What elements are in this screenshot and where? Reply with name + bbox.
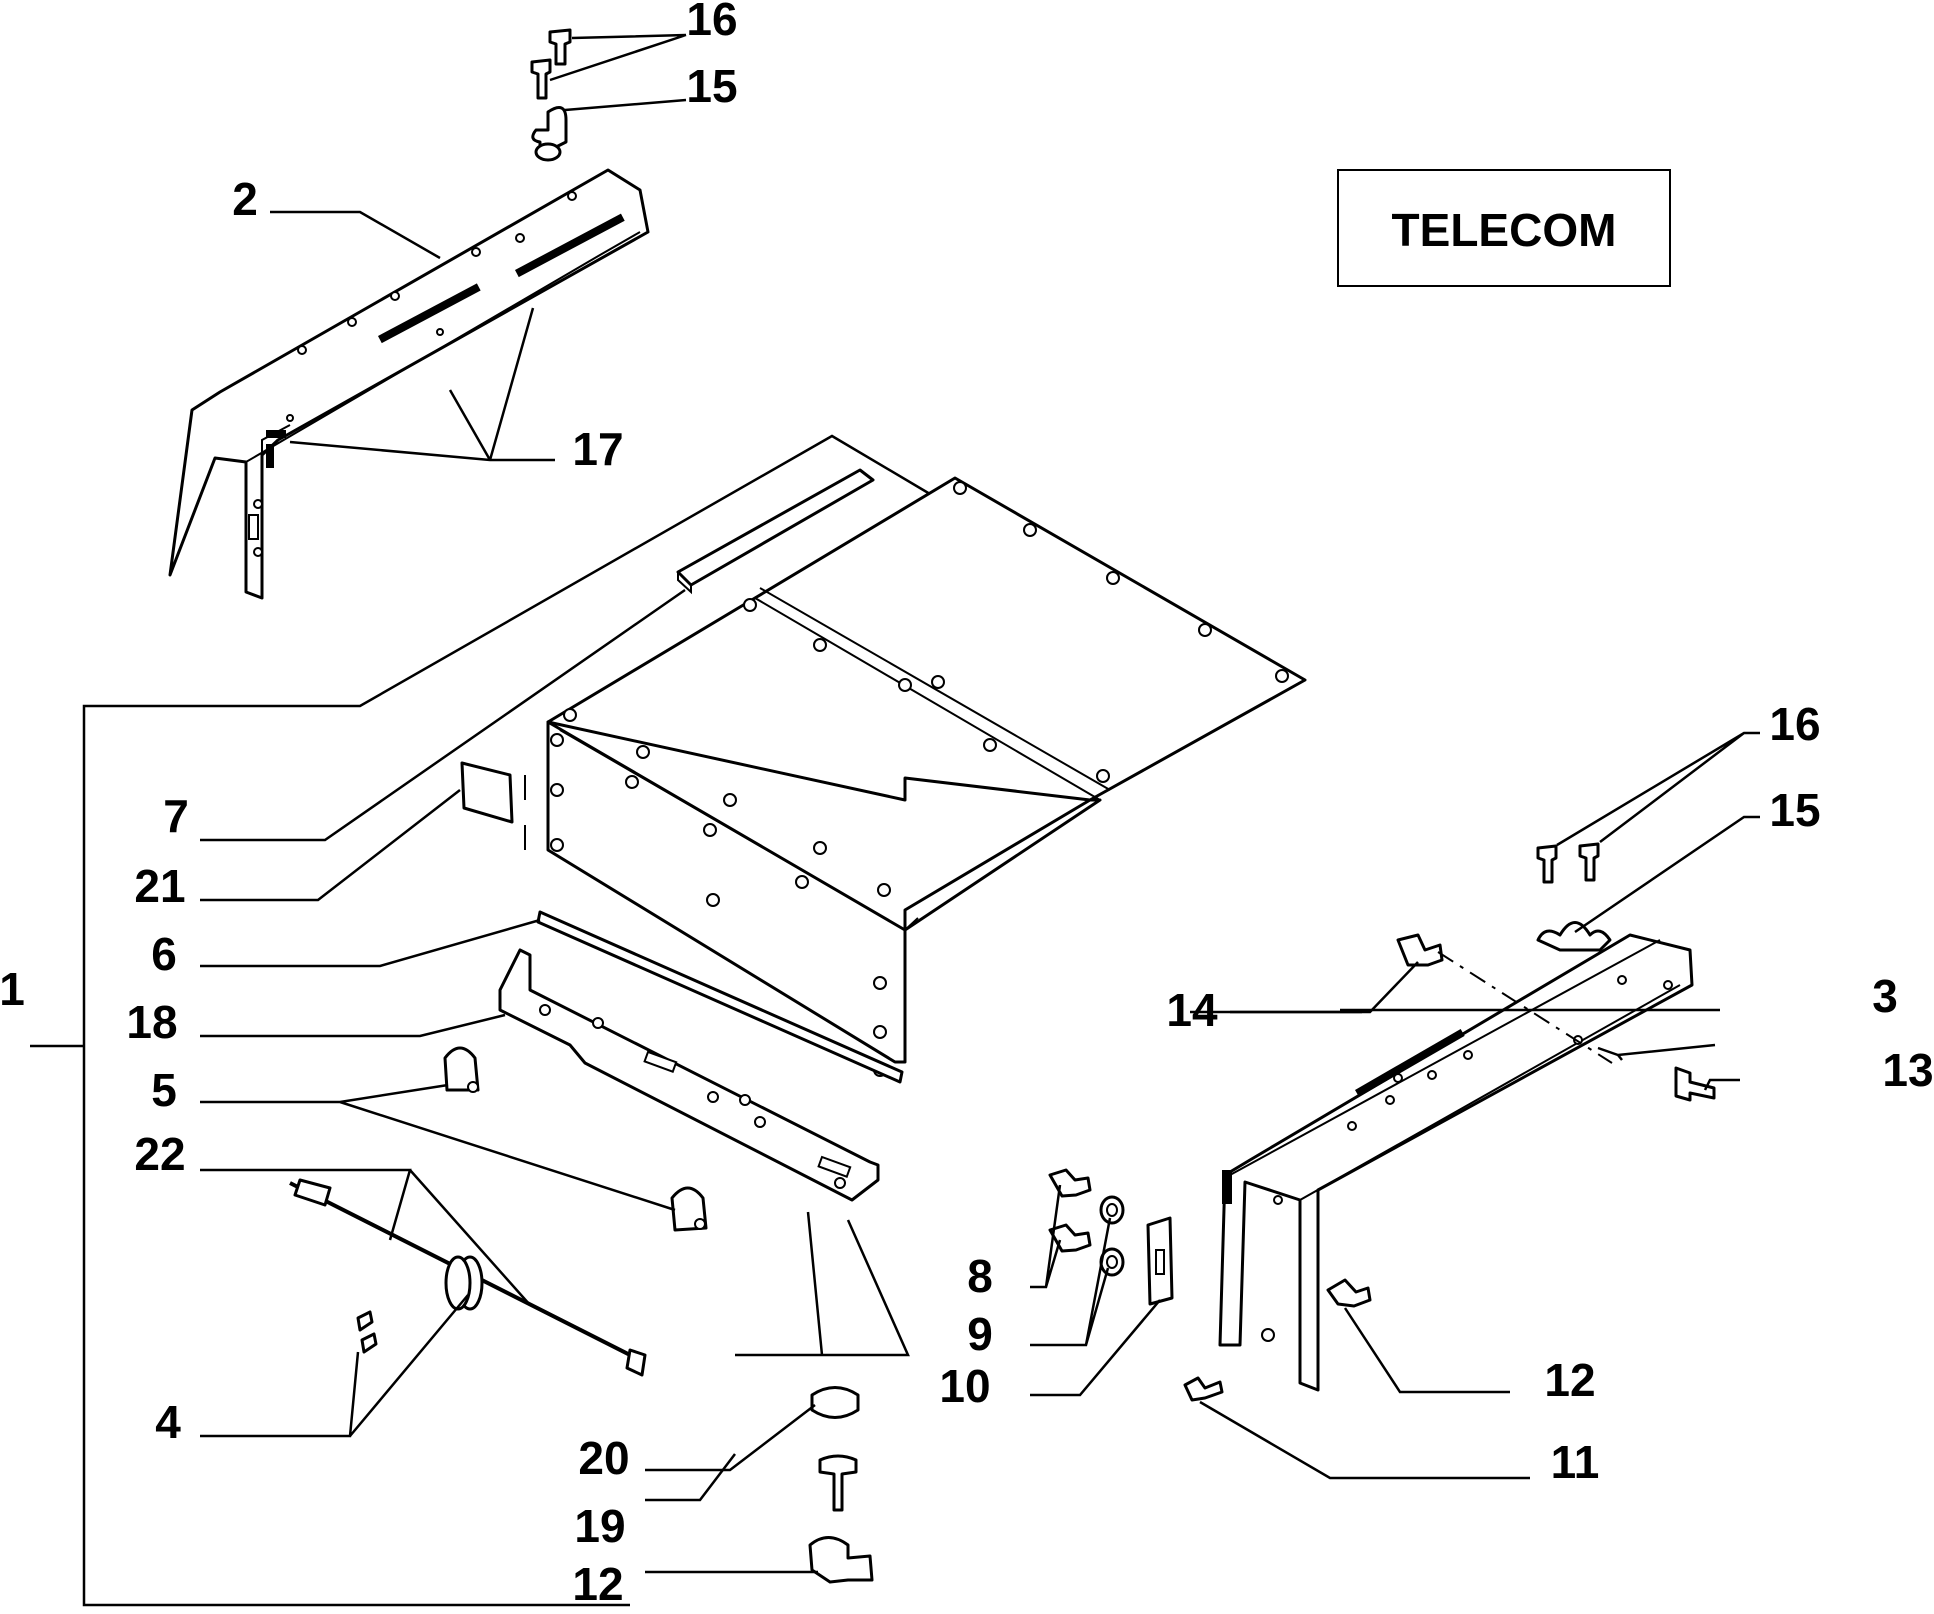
callout-12-right: 12 [1544, 1354, 1595, 1406]
callout-21: 21 [134, 860, 185, 912]
callout-10: 10 [939, 1360, 990, 1412]
callout-12-bottom: 12 [572, 1558, 623, 1610]
callout-4: 4 [155, 1396, 181, 1448]
part-2-left-bracket [168, 168, 650, 600]
callout-7: 7 [163, 790, 189, 842]
callout-18: 18 [126, 996, 177, 1048]
callout-3: 3 [1872, 970, 1898, 1022]
callout-9: 9 [967, 1308, 993, 1360]
part-6-seal-strip [536, 910, 904, 1084]
callout-20: 20 [578, 1432, 629, 1484]
callout-15-top: 15 [686, 60, 737, 112]
part-7-top-strip [676, 468, 875, 595]
callout-22: 22 [134, 1128, 185, 1180]
part-18-lower-rail [498, 948, 880, 1202]
fasteners-top [530, 28, 572, 162]
parts-8-9-10 [1048, 1168, 1174, 1306]
callout-5: 5 [151, 1064, 177, 1116]
callout-15-right: 15 [1769, 784, 1820, 836]
callout-14: 14 [1166, 984, 1218, 1036]
parts-11-12-right [1183, 1278, 1372, 1402]
callout-16-top: 16 [686, 0, 737, 45]
callout-6: 6 [151, 928, 177, 980]
callout-11: 11 [1551, 1436, 1600, 1488]
title-box: TELECOM [1337, 169, 1671, 287]
callout-2: 2 [232, 173, 258, 225]
callout-16-right: 16 [1769, 698, 1820, 750]
part-5-bumpers [443, 1046, 708, 1232]
fasteners-right [1396, 842, 1716, 1102]
assembly-bracket-line [82, 434, 931, 1607]
leader-lines [30, 33, 1760, 1574]
callout-19: 19 [574, 1500, 625, 1552]
callout-1: 1 [0, 963, 25, 1015]
callout-8: 8 [967, 1250, 993, 1302]
part-22-cable-lock [289, 1178, 647, 1377]
callout-17: 17 [572, 423, 623, 475]
part-21-label [460, 761, 526, 850]
parts-20-19-12-bottom [808, 1386, 874, 1584]
title-text: TELECOM [1392, 204, 1617, 256]
callout-13: 13 [1882, 1044, 1933, 1096]
part-3-right-bracket [1218, 933, 1694, 1392]
main-cover [546, 476, 1307, 1077]
